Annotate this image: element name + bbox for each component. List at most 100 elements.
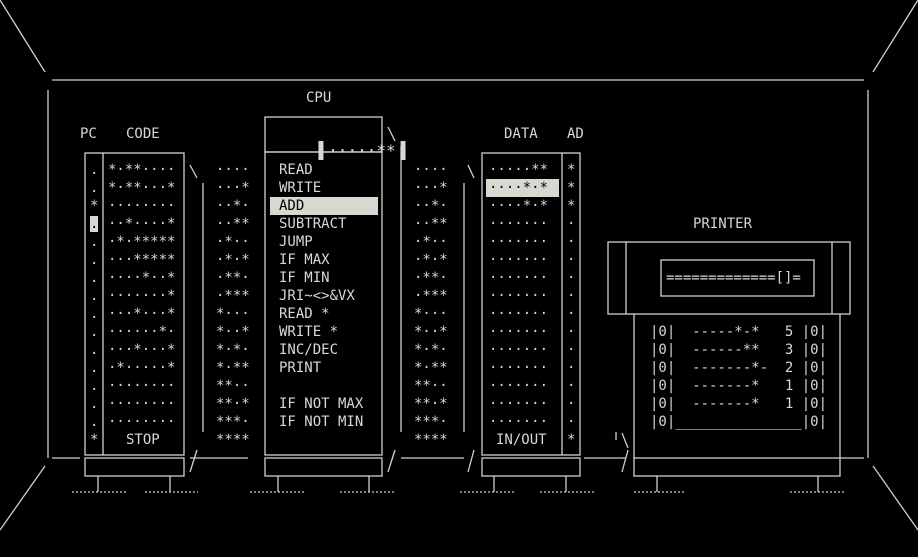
ad-cell: · (567, 234, 576, 250)
instruction-item[interactable]: ADD (270, 197, 378, 215)
code-row[interactable]: ····*··* (108, 270, 176, 286)
register-right-bracket: ▐ (395, 141, 406, 160)
data-row[interactable]: ······· (489, 288, 549, 304)
ad-cell: · (567, 396, 576, 412)
ad-cell: · (567, 306, 576, 322)
bus-connectors (189, 126, 629, 473)
pc-cell: . (90, 162, 99, 178)
data-row[interactable]: ······· (489, 234, 549, 250)
data-row[interactable]: ······· (489, 378, 549, 394)
pc-label: PC (80, 126, 97, 142)
pc-cell: . (90, 360, 99, 376)
opcode-left: ·**· (216, 270, 250, 286)
instruction-item[interactable]: WRITE * (279, 324, 339, 340)
instruction-item[interactable]: WRITE (279, 180, 322, 196)
instruction-item[interactable]: READ * (279, 306, 330, 322)
ad-column: ***············* (567, 161, 575, 449)
opcode-right: *··* (414, 324, 448, 340)
data-row[interactable]: ····*·* (489, 198, 549, 214)
instruction-item[interactable]: PRINT (279, 360, 322, 376)
pc-cell: . (90, 234, 99, 250)
code-row[interactable]: ··*····* (108, 216, 176, 232)
data-row[interactable]: ······· (489, 306, 549, 322)
pc-cell: . (90, 180, 99, 196)
printer-paper-head: =============[]= (666, 270, 801, 286)
pc-cell: . (90, 324, 99, 340)
code-row[interactable]: ·······* (108, 288, 176, 304)
ad-cell: · (567, 378, 576, 394)
opcode-left: *··· (216, 306, 250, 322)
instruction-item[interactable]: INC/DEC (279, 342, 339, 358)
printer-cabinet (607, 241, 851, 493)
code-row[interactable]: ·*·***** (108, 234, 176, 250)
code-row[interactable]: ········ (108, 396, 176, 412)
opcode-left: **·· (216, 378, 250, 394)
ad-cell: · (567, 270, 576, 286)
code-row[interactable]: ···***** (108, 252, 176, 268)
opcode-left: *·** (216, 360, 250, 376)
opcode-left: ·*·· (216, 234, 250, 250)
pc-cell: . (90, 216, 99, 232)
ad-cell: * (567, 432, 576, 448)
data-row[interactable]: ·····** (489, 162, 549, 178)
code-row[interactable]: *·**···· (108, 162, 176, 178)
data-row[interactable]: ······· (489, 414, 549, 430)
instruction-item[interactable]: JUMP (279, 234, 313, 250)
in-out-label: IN/OUT (496, 432, 547, 448)
code-memory: *·**···· *·**···* ········ ··*····* ·*·*****… (108, 161, 175, 431)
register-value: ·····** (328, 141, 396, 160)
cpu-label: CPU (306, 90, 332, 106)
data-row[interactable]: ······· (489, 270, 549, 286)
data-row[interactable]: ······· (489, 324, 549, 340)
opcode-left: ·*·* (216, 252, 250, 268)
code-row[interactable]: ········ (108, 198, 176, 214)
opcode-right: ··*· (414, 198, 448, 214)
code-label: CODE (126, 126, 160, 142)
instruction-item[interactable]: IF MAX (279, 252, 330, 268)
pc-cell: . (90, 270, 99, 286)
instruction-item[interactable]: JRI~<>&VX (279, 288, 355, 304)
pc-cell: . (90, 306, 99, 322)
code-row[interactable]: ···*···* (108, 306, 176, 322)
ad-cell: · (567, 324, 576, 340)
data-row[interactable]: ······· (489, 342, 549, 358)
pc-cell: . (90, 342, 99, 358)
cpu-register: ▌·····**▐ (280, 124, 406, 160)
opcode-right-column: ·······*··*···**·*···*·*·**··****···*··*… (414, 161, 448, 449)
pc-cell: . (90, 252, 99, 268)
opcode-left: **·* (216, 396, 250, 412)
opcode-left: *··* (216, 324, 250, 340)
pc-cell: * (90, 198, 99, 214)
data-memory: ·····**····*·*····*·*···················… (486, 161, 559, 431)
instruction-item[interactable]: IF MIN (279, 270, 330, 286)
code-row[interactable]: *·**···* (108, 180, 176, 196)
instruction-item[interactable]: READ (279, 162, 313, 178)
data-row[interactable]: ······· (489, 360, 549, 376)
data-row[interactable]: ······· (489, 396, 549, 412)
opcode-left: *·*· (216, 342, 250, 358)
code-row[interactable]: ·*·····* (108, 360, 176, 376)
instruction-item[interactable]: IF NOT MIN (279, 414, 364, 430)
instruction-item[interactable]: SUBTRACT (279, 216, 347, 232)
opcode-left: ··*· (216, 198, 250, 214)
data-row[interactable]: ······· (489, 216, 549, 232)
code-row[interactable]: ········ (108, 414, 176, 430)
opcode-left: ·*** (216, 288, 250, 304)
code-row[interactable]: ········ (108, 378, 176, 394)
instruction-item[interactable]: IF NOT MAX (279, 396, 364, 412)
opcode-left: ···* (216, 180, 250, 196)
cpu-cabinet (250, 116, 395, 493)
data-row[interactable]: ····*·* (486, 179, 559, 197)
ad-cell: · (567, 288, 576, 304)
ad-cell: · (567, 342, 576, 358)
opcode-right: **·· (414, 378, 448, 394)
instruction-item[interactable] (270, 378, 279, 394)
opcode-right: ·*·* (414, 252, 448, 268)
opcode-right: *·** (414, 360, 448, 376)
code-row[interactable]: ···*···* (108, 342, 176, 358)
data-row[interactable]: ······· (489, 252, 549, 268)
code-row[interactable]: ······*· (108, 324, 176, 340)
printer-line: |0| -------* 1 |0| (650, 378, 828, 394)
